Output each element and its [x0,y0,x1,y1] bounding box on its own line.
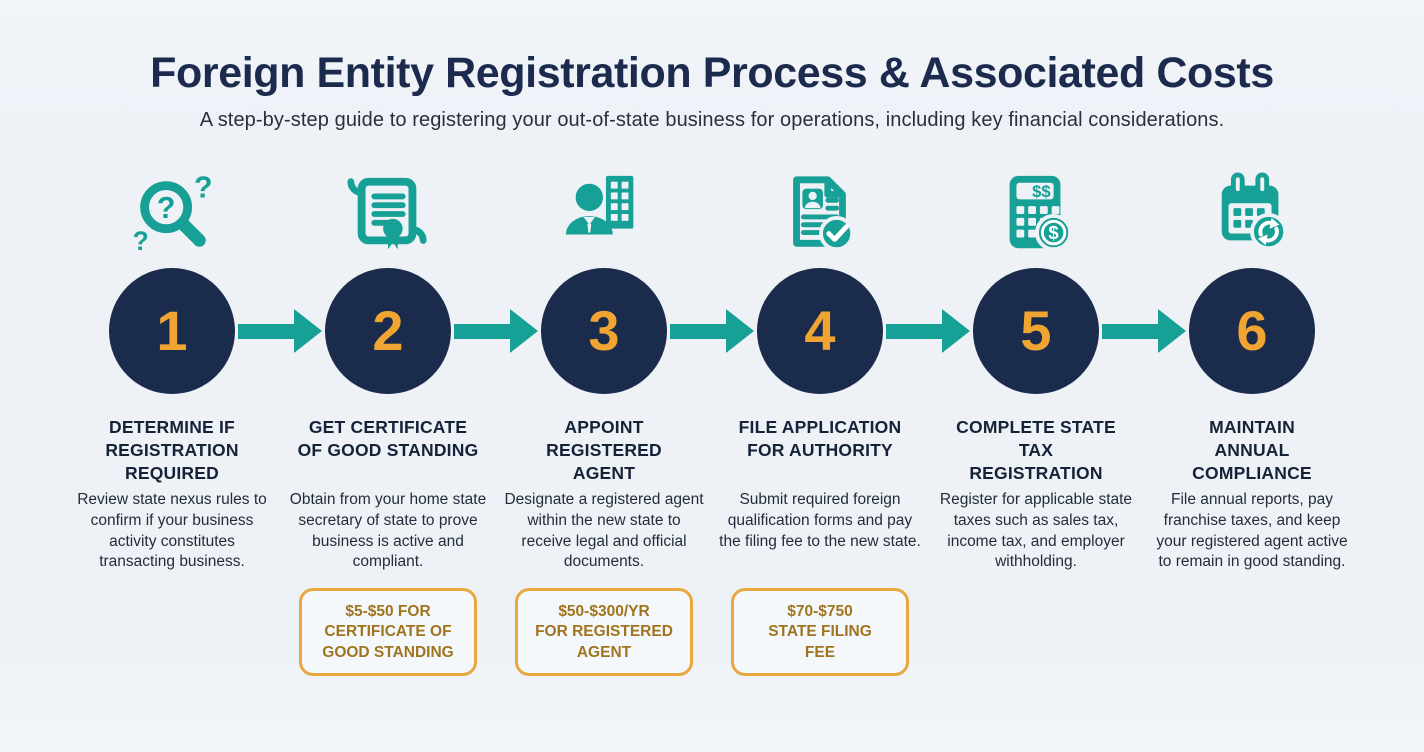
flow-arrow [1102,309,1186,354]
svg-text:?: ? [157,192,176,225]
flow-arrow [886,309,970,354]
step-circle: 2 [325,268,451,395]
step-column-3: 3 APPOINT REGISTERED AGENT Designate a r… [496,166,712,677]
application-document-check-icon [776,166,864,258]
step-circle: 6 [1189,268,1315,395]
step-number: 6 [1236,299,1268,363]
step-number: 2 [372,299,404,363]
page-title: Foreign Entity Registration Process & As… [150,49,1274,97]
header: Foreign Entity Registration Process & As… [0,0,1424,132]
step-column-5: $$ $ 5 COMPLETE STATE TAX REGISTRATIO [928,166,1144,676]
step-column-2: 2 GET CERTIFICATE OF GOOD STANDING Obtai… [280,166,496,677]
step-title: APPOINT REGISTERED AGENT [546,417,662,483]
flow-arrow [238,309,322,354]
svg-text:$$: $$ [1032,182,1050,201]
step-description: Review state nexus rules to confirm if y… [77,491,267,571]
cost-badge: $5-$50 FOR CERTIFICATE OF GOOD STANDING [299,588,477,677]
step-title: GET CERTIFICATE OF GOOD STANDING [297,417,479,461]
step-description: Designate a registered agent within the … [504,491,704,571]
step-description: Register for applicable state taxes such… [939,491,1133,571]
process-flow: ? ? ? 1 DETERMINE IF REGISTRATION REQUIR… [64,166,1360,677]
calendar-refresh-icon [1208,166,1296,258]
step-description: Submit required foreign qualification fo… [719,491,921,550]
certificate-seal-icon [344,166,432,258]
cost-badge: $70-$750 STATE FILING FEE [731,588,909,677]
flow-arrow [670,309,754,354]
step-description: File annual reports, pay franchise taxes… [1156,491,1348,571]
cost-badge: $50-$300/YR FOR REGISTERED AGENT [515,588,693,677]
agent-person-building-icon [560,166,648,258]
svg-text:?: ? [194,172,213,205]
step-number: 5 [1020,299,1052,363]
step-title: COMPLETE STATE TAX REGISTRATION [956,417,1116,483]
step-circle: 4 [757,268,883,395]
step-number: 3 [588,299,620,363]
step-circle: 5 [973,268,1099,395]
step-column-6: 6 MAINTAIN ANNUAL COMPLIANCE File annual… [1144,166,1360,676]
magnifier-questions-icon: ? ? ? [128,166,216,258]
step-column-1: ? ? ? 1 DETERMINE IF REGISTRATION REQUIR… [64,166,280,676]
step-title: MAINTAIN ANNUAL COMPLIANCE [1192,417,1312,483]
step-description: Obtain from your home state secretary of… [289,491,487,571]
step-circle: 3 [541,268,667,395]
step-title: DETERMINE IF REGISTRATION REQUIRED [105,417,239,483]
svg-text:$: $ [1048,222,1059,243]
step-title: FILE APPLICATION FOR AUTHORITY [738,417,902,461]
step-column-4: 4 FILE APPLICATION FOR AUTHORITY Submit … [712,166,928,677]
flow-arrow [454,309,538,354]
step-number: 4 [804,299,836,363]
page-subtitle: A step-by-step guide to registering your… [199,109,1225,132]
step-number: 1 [156,299,188,363]
tax-calculator-coin-icon: $$ $ [992,166,1080,258]
step-circle: 1 [109,268,235,395]
svg-text:?: ? [133,227,149,257]
